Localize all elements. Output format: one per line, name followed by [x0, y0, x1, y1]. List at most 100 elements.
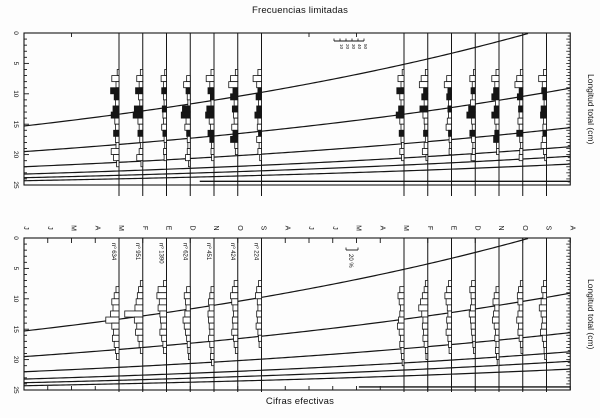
- bar-open: [401, 353, 405, 360]
- bar-filled: [493, 105, 500, 113]
- bar-open: [188, 353, 191, 360]
- bar-filled: [133, 105, 144, 113]
- bar-open: [185, 328, 191, 336]
- histogram-month-19: [466, 33, 476, 196]
- growth-curve: [24, 155, 571, 179]
- bar-filled: [257, 87, 262, 95]
- histogram-month-5: nº 951: [124, 238, 144, 392]
- bar-filled: [110, 87, 120, 95]
- sample-size-label: nº 951: [134, 243, 141, 261]
- bar-filled: [258, 129, 262, 137]
- bar-open: [233, 310, 239, 318]
- sample-size-label: nº 424: [229, 243, 236, 261]
- bar-open: [492, 298, 500, 306]
- y-axis-label-bottom: Longitud total (cm): [586, 278, 596, 350]
- bar-open: [518, 286, 524, 294]
- bar-filled: [470, 87, 476, 95]
- bar-filled: [256, 105, 262, 113]
- bar-open: [160, 316, 167, 324]
- bar-open: [138, 93, 144, 101]
- growth-curve: [24, 33, 529, 127]
- bar-open: [470, 304, 476, 312]
- bar-open: [493, 310, 500, 318]
- bar-open: [541, 81, 547, 89]
- bar-open: [538, 304, 547, 312]
- bar-open: [422, 334, 429, 342]
- bar-open: [234, 148, 239, 156]
- bar-open: [543, 347, 547, 354]
- bar-filled: [232, 87, 239, 95]
- bar-open: [115, 99, 120, 107]
- bar-open: [209, 340, 215, 348]
- histogram-month-21: [516, 238, 524, 392]
- bar-open: [136, 75, 144, 83]
- bar-open: [425, 353, 429, 360]
- bar-open: [138, 81, 144, 89]
- histogram-month-6: [160, 33, 167, 196]
- bar-open: [161, 334, 167, 342]
- month-label: A: [283, 226, 290, 231]
- bar-open: [424, 347, 429, 354]
- bar-open: [234, 69, 239, 76]
- bar-open: [187, 99, 191, 107]
- bar-open: [494, 304, 500, 312]
- bar-open: [470, 99, 476, 107]
- bar-open: [496, 353, 500, 360]
- bar-open: [115, 123, 120, 131]
- bar-filled: [518, 105, 524, 113]
- bar-open: [540, 142, 547, 149]
- bar-open: [234, 142, 239, 149]
- bar-open: [445, 123, 452, 131]
- bar-open: [258, 340, 262, 348]
- bar-open: [399, 117, 405, 125]
- bar-open: [496, 142, 500, 149]
- bar-open: [183, 322, 191, 330]
- y-axis-label-top: Longitud total (cm): [586, 73, 596, 145]
- bar-open: [138, 123, 144, 131]
- bar-open: [468, 310, 476, 318]
- bar-open: [210, 286, 215, 294]
- bar-open: [472, 340, 476, 348]
- bar-open: [164, 69, 167, 76]
- bar-open: [134, 304, 144, 312]
- bar-open: [496, 148, 500, 156]
- bar-open: [208, 117, 215, 125]
- growth-curve: [24, 146, 571, 175]
- bar-open: [259, 154, 262, 162]
- bar-open: [186, 135, 191, 143]
- bar-open: [116, 160, 120, 168]
- bar-filled: [419, 105, 429, 113]
- month-label: J: [331, 226, 338, 230]
- bar-open: [256, 298, 262, 306]
- bar-open: [183, 81, 191, 89]
- histogram-month-10: [252, 33, 262, 196]
- bar-open: [514, 81, 524, 89]
- bar-open: [163, 93, 167, 101]
- month-label: M: [402, 225, 409, 231]
- bar-filled: [113, 129, 120, 137]
- bar-open: [211, 154, 215, 162]
- month-label: A: [93, 226, 100, 231]
- bar-open: [517, 310, 524, 318]
- bar-filled: [541, 87, 547, 95]
- bar-open: [163, 148, 167, 156]
- bar-open: [519, 148, 524, 156]
- bar-open: [398, 298, 405, 306]
- bar-open: [448, 280, 452, 288]
- bar-open: [400, 123, 405, 131]
- growth-curve: [24, 332, 571, 373]
- histogram-month-18: [443, 33, 452, 196]
- bar-filled: [230, 93, 239, 101]
- bar-open: [495, 286, 500, 294]
- bar-open: [252, 75, 262, 83]
- y-tick-label: 25: [12, 386, 19, 394]
- bar-filled: [395, 111, 405, 119]
- sample-size-label: nº 451: [205, 243, 212, 261]
- month-label: J: [22, 226, 29, 230]
- histogram-month-5: [132, 33, 144, 196]
- bar-filled: [186, 129, 191, 137]
- growth-curve: [24, 163, 571, 182]
- bar-open: [447, 310, 452, 318]
- bar-open: [471, 81, 476, 89]
